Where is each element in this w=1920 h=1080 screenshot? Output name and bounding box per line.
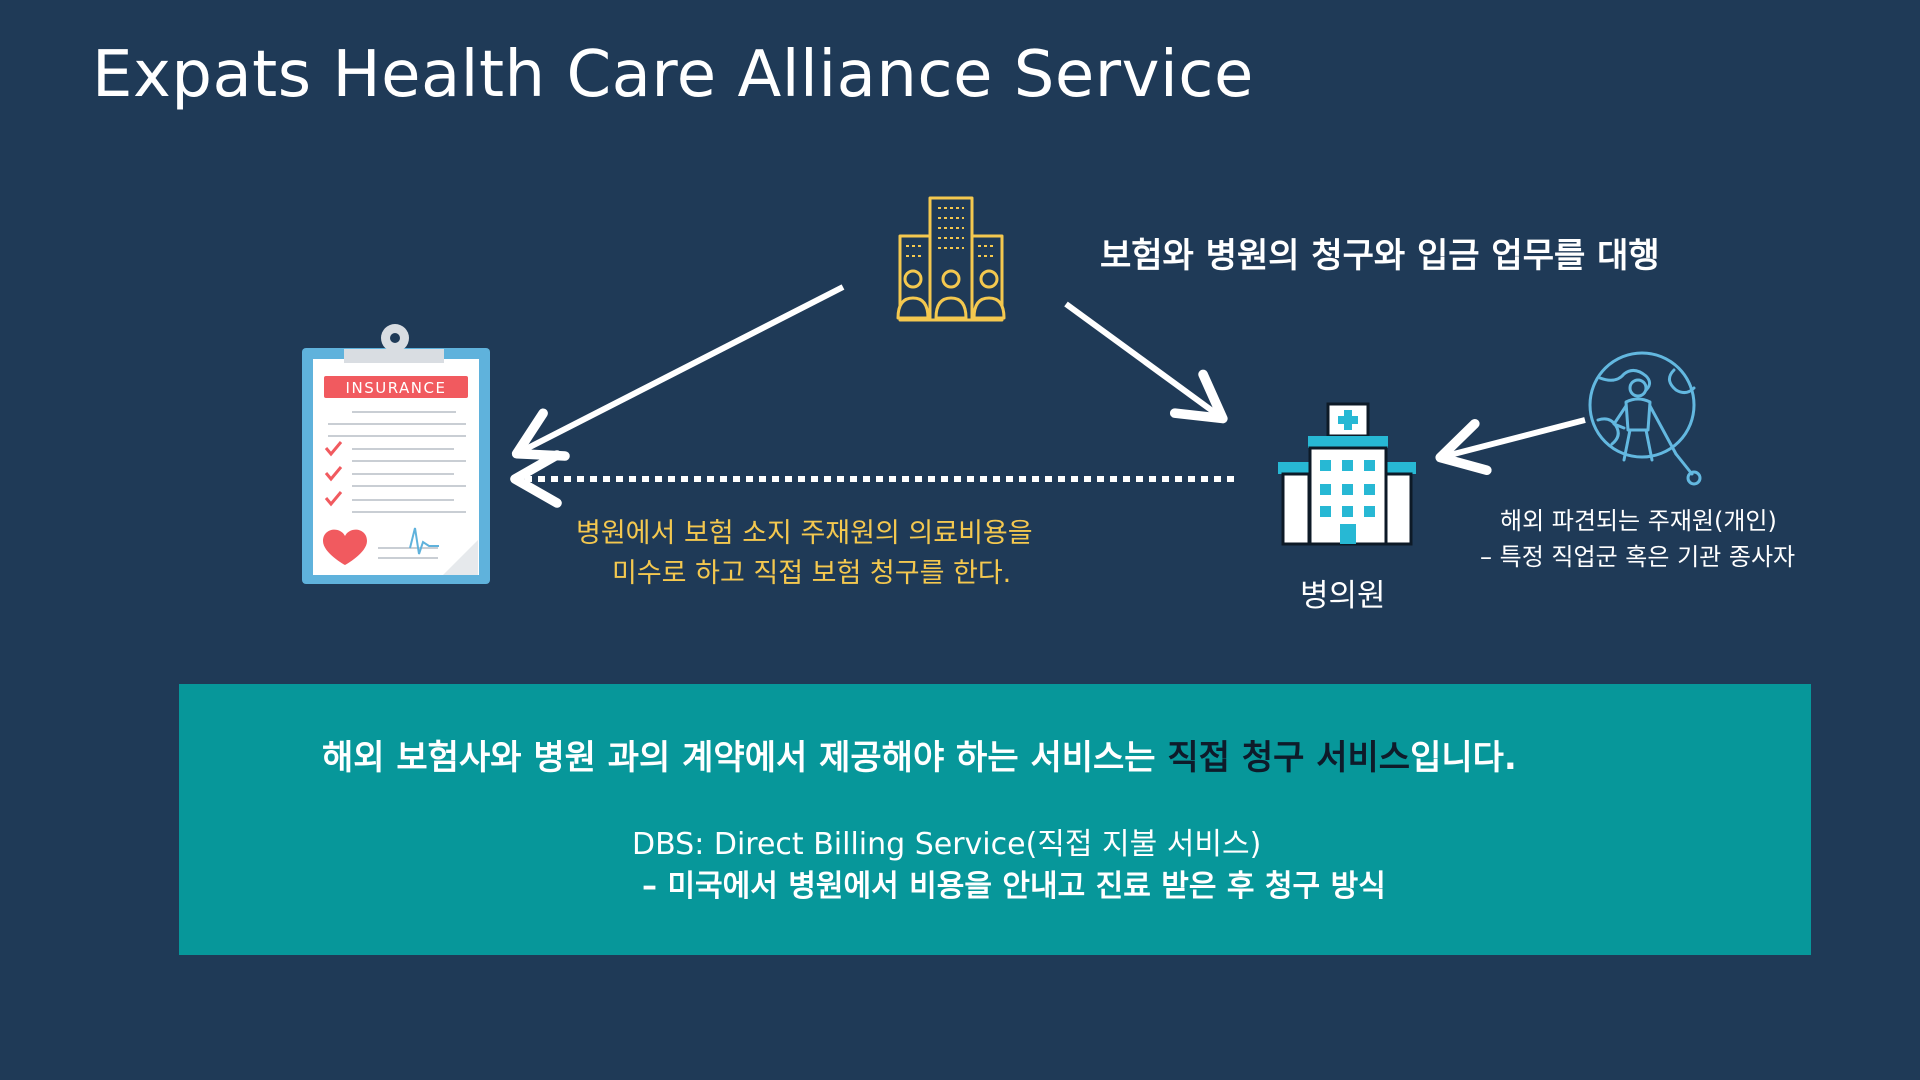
banner-main-suffix: 입니다. — [1410, 738, 1517, 778]
office-buildings-people-icon — [896, 196, 1006, 322]
page-title: Expats Health Care Alliance Service — [92, 38, 1254, 112]
banner-dbs-line2: – 미국에서 병원에서 비용을 안내고 진료 받은 후 청구 방식 — [642, 869, 1386, 904]
alliance-caption: 보험와 병원의 청구와 입금 업무를 대행 — [1100, 236, 1660, 276]
expat-caption: 해외 파견되는 주재원(개인) – 특정 직업군 혹은 기관 종사자 — [1480, 503, 1795, 575]
service-banner — [179, 684, 1811, 955]
expat-caption-line2: – 특정 직업군 혹은 기관 종사자 — [1480, 543, 1796, 571]
banner-dbs-text: DBS: Direct Billing Service(직접 지불 서비스) –… — [632, 824, 1386, 908]
banner-main-text: 해외 보험사와 병원 과의 계약에서 제공해야 하는 서비스는 직접 청구 서비… — [322, 730, 1517, 779]
direct-claim-caption: 병원에서 보험 소지 주재원의 의료비용을 미수로 하고 직접 보험 청구를 한… — [576, 514, 1033, 594]
direct-claim-caption-line1: 병원에서 보험 소지 주재원의 의료비용을 — [576, 518, 1033, 549]
globe-traveler-icon — [1588, 351, 1702, 486]
insurance-clipboard-icon: INSURANCE — [302, 324, 490, 584]
expat-caption-line1: 해외 파견되는 주재원(개인) — [1500, 507, 1777, 535]
banner-main-highlight: 직접 청구 서비스 — [1167, 738, 1411, 778]
banner-main-prefix: 해외 보험사와 병원 과의 계약에서 제공해야 하는 서비스는 — [322, 738, 1168, 778]
arrow-alliance-to-insurance — [511, 284, 845, 461]
direct-claim-caption-line2: 미수로 하고 직접 보험 청구를 한다. — [612, 558, 1012, 589]
hospital-building-icon — [1278, 402, 1416, 546]
arrow-alliance-to-hospital — [1064, 301, 1228, 424]
arrow-expat-to-hospital — [1435, 417, 1586, 476]
hospital-label: 병의원 — [1300, 578, 1386, 614]
insurance-card-label: INSURANCE — [346, 379, 447, 397]
banner-dbs-line1: DBS: Direct Billing Service(직접 지불 서비스) — [632, 827, 1262, 862]
